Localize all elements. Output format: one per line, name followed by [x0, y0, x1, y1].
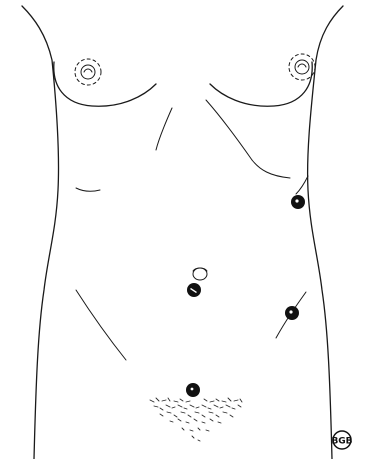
pubic-hair — [150, 398, 242, 441]
torso-outline — [22, 6, 343, 459]
left-shoulder-line — [22, 6, 59, 459]
sternum-line-right — [206, 100, 252, 160]
left-breast — [54, 59, 156, 106]
bgb-logo: BGB — [331, 431, 352, 449]
port-left-lower — [285, 306, 299, 320]
right-breast — [210, 54, 315, 106]
rib-mark-left — [76, 188, 100, 191]
sternum-line-left — [156, 108, 172, 150]
port-umbilical — [187, 283, 201, 297]
subcostal-line-right — [252, 160, 290, 178]
umbilicus — [193, 268, 207, 280]
logo-text: BGB — [331, 437, 352, 447]
inguinal-line-left — [76, 290, 126, 360]
port-suprapubic — [186, 383, 200, 397]
port-left-subcostal — [291, 195, 305, 209]
rib-mark-right — [296, 176, 308, 194]
